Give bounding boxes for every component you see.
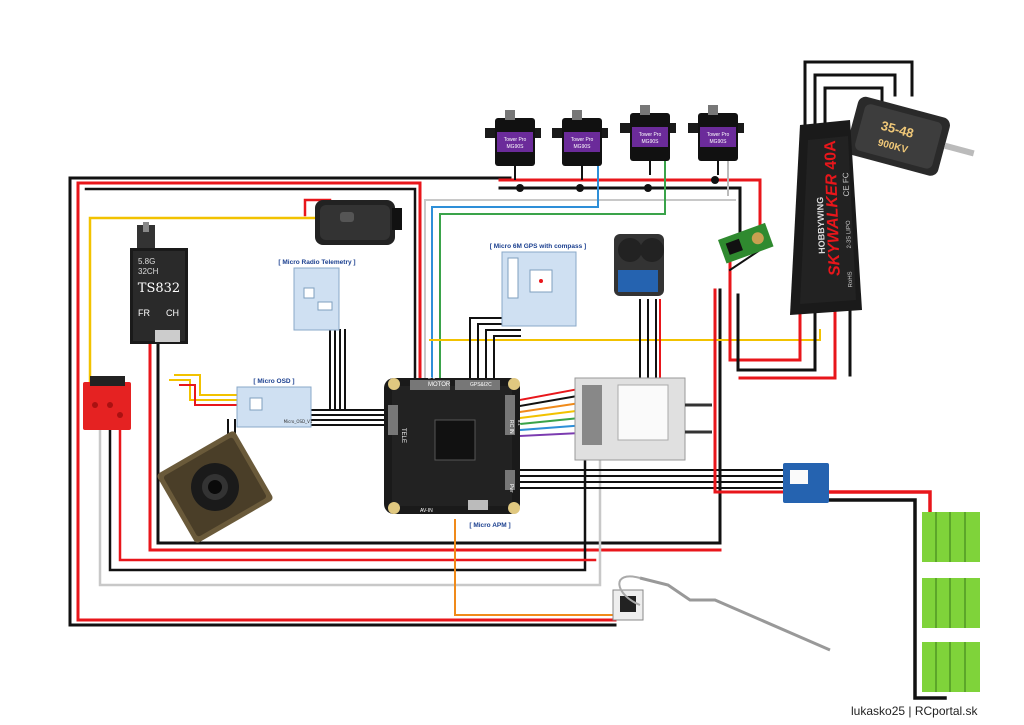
wire-servo-green bbox=[439, 159, 666, 384]
wire-camera bbox=[169, 374, 241, 401]
motor: 35-48 900KV bbox=[846, 96, 975, 176]
fc-motor: MOTOR bbox=[428, 382, 451, 388]
label-apm: [ Micro APM ] bbox=[469, 522, 510, 529]
wire-gps bbox=[469, 317, 521, 384]
vtx-switch-board bbox=[83, 376, 131, 430]
wire-yellow-esc bbox=[429, 329, 821, 341]
wire-black-outer bbox=[68, 176, 617, 627]
hd-camera bbox=[315, 200, 402, 245]
servo-brand: Tower Pro bbox=[571, 137, 594, 143]
vtx-ch: CH bbox=[166, 308, 179, 318]
gps-compass: [ Micro 6M GPS with compass ] bbox=[490, 243, 586, 327]
fc-pwr: Pwr bbox=[508, 484, 514, 493]
label-osd: [ Micro OSD ] bbox=[253, 378, 294, 385]
wire-servo-gray bbox=[424, 199, 736, 384]
wire-yellow-vtx bbox=[88, 216, 322, 385]
wires bbox=[68, 60, 947, 700]
vtx-model: TS832 bbox=[138, 281, 180, 296]
wire-vtx-camera bbox=[303, 198, 332, 217]
servo-model: MG90S bbox=[507, 144, 525, 150]
servo-model: MG90S bbox=[574, 144, 592, 150]
wire-black-bottom2 bbox=[108, 428, 587, 572]
wire-telemetry bbox=[329, 329, 346, 411]
fc-av: AV-IN bbox=[420, 508, 433, 514]
wire-airspeed-orange bbox=[454, 519, 616, 616]
servo-brand: Tower Pro bbox=[707, 132, 730, 138]
wire-bec bbox=[728, 248, 762, 272]
micro-osd: [ Micro OSD ] Micro_OSD_V1 bbox=[236, 378, 313, 428]
servo-brand: Tower Pro bbox=[504, 137, 527, 143]
fc-rc-range: 8-1 bbox=[517, 420, 522, 427]
wire-battery-black bbox=[828, 498, 947, 700]
servo-2: Tower Pro MG90S bbox=[552, 110, 608, 180]
wire-esc-red2 bbox=[738, 308, 837, 380]
servo-model: MG90S bbox=[642, 139, 660, 145]
wire-red-outer bbox=[76, 181, 617, 622]
esc-name: SKYWALKER bbox=[823, 173, 844, 276]
battery-pack-2 bbox=[922, 578, 980, 628]
junctions bbox=[516, 176, 719, 192]
esc-rating: 40A bbox=[822, 140, 840, 170]
servo-1: Tower Pro MG90S bbox=[485, 110, 541, 180]
buzzer bbox=[614, 234, 664, 296]
servo-4: Tower Pro MG90S bbox=[688, 105, 744, 175]
wire-black-bottom bbox=[156, 288, 722, 545]
label-telemetry: [ Micro Radio Telemetry ] bbox=[278, 259, 355, 266]
fc-gps: GPS&I2C bbox=[470, 382, 492, 388]
wire-motor3 bbox=[823, 86, 884, 127]
vtx-freq: 5.8G bbox=[138, 257, 155, 266]
servo-model: MG90S bbox=[710, 139, 728, 145]
wire-motor2 bbox=[813, 73, 897, 127]
fc-motor-range: 8-1 bbox=[428, 375, 435, 381]
wire-black-outer2 bbox=[84, 187, 417, 385]
wire-red-to-pm bbox=[713, 288, 787, 494]
esc-specs: 2-3S LIPO bbox=[846, 220, 853, 249]
flight-controller: TELE MOTOR 8-1 GPS&I2C RC IN 8-1 Pwr AV-… bbox=[384, 375, 522, 514]
esc-rohs: RoHS bbox=[848, 271, 855, 287]
battery-pack-1 bbox=[922, 512, 980, 562]
label-gps: [ Micro 6M GPS with compass ] bbox=[490, 243, 586, 250]
fc-tele: TELE bbox=[400, 428, 406, 443]
video-transmitter: 5.8G 32CH TS832 FR CH bbox=[130, 222, 188, 344]
wire-esc-black-main bbox=[736, 293, 817, 372]
wire-red-bottom bbox=[148, 343, 722, 552]
wire-servo-red bbox=[498, 178, 762, 237]
bec-module bbox=[718, 222, 774, 264]
fc-rc-in: RC IN bbox=[508, 420, 514, 434]
vtx-fr: FR bbox=[138, 308, 150, 318]
radio-telemetry: [ Micro Radio Telemetry ] bbox=[278, 259, 356, 331]
power-module bbox=[783, 463, 829, 503]
vtx-channels: 32CH bbox=[138, 267, 159, 276]
servo-3: Tower Pro MG90S bbox=[620, 105, 676, 175]
wire-servo-blue bbox=[431, 159, 599, 384]
wire-camera-2 bbox=[179, 384, 241, 406]
esc: HOBBYWING SKYWALKER 40A 2-3S LIPO CE FC … bbox=[790, 120, 862, 315]
esc-ce: CE FC bbox=[841, 172, 851, 197]
wire-osd-fc bbox=[309, 409, 386, 426]
servo-brand: Tower Pro bbox=[639, 132, 662, 138]
wire-esc-red-main bbox=[728, 248, 802, 362]
osd-board: Micro_OSD_V1 bbox=[284, 419, 313, 424]
wire-battery-red bbox=[828, 490, 932, 517]
battery-pack-3 bbox=[922, 642, 980, 692]
wire-gray-bottom bbox=[98, 428, 602, 587]
wire-red-bottom2 bbox=[118, 428, 597, 562]
esc-brand: HOBBYWING bbox=[815, 197, 827, 254]
airspeed-sensor bbox=[612, 575, 831, 652]
rc-receiver bbox=[574, 377, 712, 461]
wire-motor1 bbox=[803, 60, 914, 127]
credit: lukasko25 | RCportal.sk bbox=[851, 704, 978, 718]
fpv-camera bbox=[157, 431, 273, 543]
